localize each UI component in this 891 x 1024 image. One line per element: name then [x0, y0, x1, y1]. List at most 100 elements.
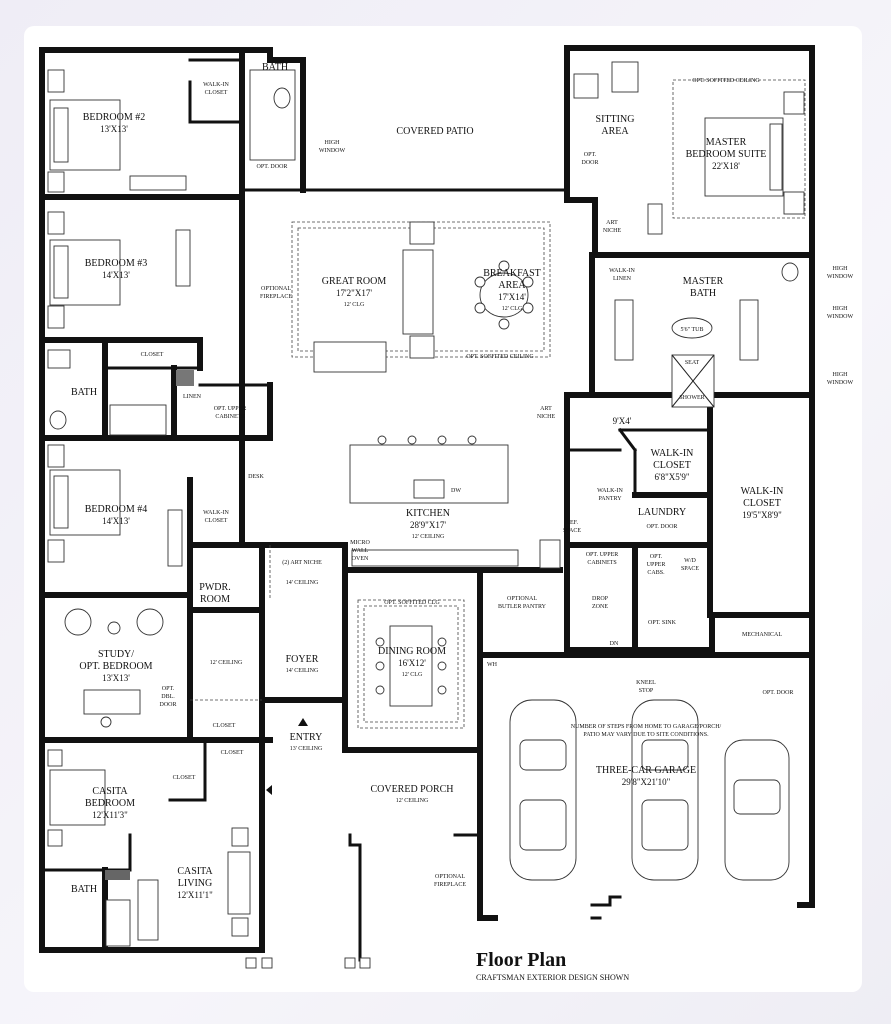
note-notes-drop-zone-0: DROP	[592, 596, 609, 602]
garage-name: THREE-CAR GARAGE	[596, 765, 696, 776]
dining-ceiling: 12' CLG	[402, 672, 423, 678]
note-notes-opt-upper-cabinets-hall-1: CABINETS	[215, 414, 244, 420]
note-notes-art-niche-top-0: ART	[606, 220, 618, 226]
note-notes-opt-dbl-door-2: DOOR	[159, 702, 176, 708]
note-notes-opt-soffited-ceiling-top: OPT. SOFFITED CEILING	[692, 78, 760, 84]
master-suite-name-1: MASTER	[706, 137, 747, 148]
entry-arrow-icon	[298, 718, 308, 726]
breakfast-dim: 17'X14'	[498, 292, 526, 302]
note-notes-high-window-3-1: WINDOW	[827, 380, 854, 386]
note-notes-opt-upper-cabs-1: UPPER	[647, 562, 666, 568]
garage-dim: 29'8"X21'10"	[622, 777, 671, 787]
note-notes-steps-note-0: NUMBER OF STEPS FROM HOME TO GARAGE/PORC…	[571, 724, 722, 730]
entry-name: ENTRY	[290, 732, 323, 743]
bedroom2-name: BEDROOM #2	[83, 112, 146, 123]
entry-ceiling: 13' CEILING	[290, 746, 323, 752]
note-notes-optional-butler-pantry-0: OPTIONAL	[507, 596, 537, 602]
study-name-1: STUDY/	[98, 649, 134, 660]
walkin-closet-small-name-2: CLOSET	[653, 460, 691, 471]
great-room-dim: 17'2"X17'	[336, 288, 372, 298]
note-notes-dn: DN	[610, 641, 619, 647]
master-bath-name-2: BATH	[690, 288, 716, 299]
great-room-ceiling: 12' CLG	[344, 302, 365, 308]
kitchen-ceiling: 12' CEILING	[412, 534, 445, 540]
breakfast-name-2: AREA	[498, 280, 526, 291]
note-notes-opt-door-garage: OPT. DOOR	[763, 690, 794, 696]
bedroom3-name: BEDROOM #3	[85, 258, 148, 269]
note-notes-opt-door-sitting-1: DOOR	[581, 160, 598, 166]
note-notes-steps-note-1: PATIO MAY VARY DUE TO SITE CONDITIONS.	[583, 732, 709, 738]
note-notes-opt-soffited-dining: OPT. SOFFITED CLG	[384, 600, 440, 606]
great-room-name: GREAT ROOM	[322, 276, 387, 287]
note-notes-tub: 5'6" TUB	[681, 327, 704, 333]
note-notes-walkin-closet-bed2-1: CLOSET	[205, 90, 228, 96]
bedroom3-dim: 14'X13'	[102, 270, 130, 280]
note-notes-opt-door-laundry: OPT. DOOR	[647, 524, 678, 530]
sitting-name-1: SITTING	[596, 114, 635, 125]
note-notes-high-window-2-0: HIGH	[833, 306, 849, 312]
note-notes-closet-hall: CLOSET	[213, 723, 236, 729]
note-notes-optional-fireplace-porch-0: OPTIONAL	[435, 874, 465, 880]
walkin-closet-large-name-1: WALK-IN	[741, 486, 784, 497]
note-notes-optional-fireplace-gr-1: FIREPLACE	[260, 294, 292, 300]
note-notes-micro-wall-oven-0: MICRO	[350, 540, 370, 546]
breakfast-name-1: BREAKFAST	[483, 268, 541, 279]
note-notes-art-niche-kitchen-0: ART	[540, 406, 552, 412]
kitchen-name: KITCHEN	[406, 508, 450, 519]
note-notes-walkin-pantry-1: PANTRY	[598, 496, 622, 502]
note-notes-wd-space-1: SPACE	[681, 566, 699, 572]
walls	[39, 45, 815, 962]
note-notes-closet-bed3: CLOSET	[141, 352, 164, 358]
note-notes-linen: LINEN	[183, 394, 202, 400]
note-notes-high-window-1-0: HIGH	[833, 266, 849, 272]
bedroom4-dim: 14'X13'	[102, 516, 130, 526]
study-dim: 13'X13'	[102, 673, 130, 683]
covered-patio-name: COVERED PATIO	[396, 126, 473, 137]
note-notes-opt-sink: OPT. SINK	[648, 620, 677, 626]
note-notes-high-window-left-1: WINDOW	[319, 148, 346, 154]
note-notes-opt-door-top: OPT. DOOR	[257, 164, 288, 170]
note-notes-drop-zone-1: ZONE	[592, 604, 608, 610]
bedroom4-name: BEDROOM #4	[85, 504, 148, 515]
note-notes-dim-9x4: 9'X4'	[613, 416, 632, 426]
dining-name: DINING ROOM	[378, 646, 446, 657]
note-notes-walkin-closet-bed2-0: WALK-IN	[203, 82, 229, 88]
casita-living-name-1: CASITA	[177, 866, 213, 877]
note-notes-art-niche-top-1: NICHE	[603, 228, 622, 234]
bedroom2-dim: 13'X13'	[100, 124, 128, 134]
note-notes-art-niche-foyer: (2) ART NICHE	[282, 559, 322, 566]
casita-living-dim: 12'X11'1"	[177, 890, 213, 900]
note-notes-high-window-1-1: WINDOW	[827, 274, 854, 280]
casita-entry-arrow-icon	[266, 785, 272, 795]
note-notes-optional-fireplace-gr-0: OPTIONAL	[261, 286, 291, 292]
kitchen-dim: 28'9"X17'	[410, 520, 446, 530]
master-bath-name-1: MASTER	[683, 276, 724, 287]
note-notes-ref-space-0: REF.	[566, 520, 579, 526]
pwdr-name-1: PWDR.	[199, 582, 230, 593]
note-notes-kneel-stop-0: KNEEL	[636, 680, 656, 686]
note-notes-ceiling-14: 14' CEILING	[286, 580, 319, 586]
mechanical-name: MECHANICAL	[742, 632, 782, 638]
note-notes-opt-upper-cabinets-kitchen-0: OPT. UPPER	[586, 552, 619, 558]
dining-dim: 16'X12'	[398, 658, 426, 668]
note-notes-closet-casita-top: CLOSET	[221, 750, 244, 756]
note-notes-opt-dbl-door-1: DBL.	[161, 694, 175, 700]
fixtures	[47, 61, 805, 969]
note-notes-opt-dbl-door-0: OPT.	[162, 686, 175, 692]
plan-title: Floor Plan	[476, 949, 566, 971]
casita-bedroom-name-2: BEDROOM	[85, 798, 135, 809]
bath-mid-name: BATH	[71, 387, 97, 398]
note-notes-walkin-linen-1: LINEN	[613, 276, 632, 282]
foyer-ceiling: 14' CEILING	[286, 668, 319, 674]
master-suite-name-2: BEDROOM SUITE	[686, 149, 767, 160]
note-notes-wh: WH	[487, 662, 498, 668]
note-notes-walkin-linen-0: WALK-IN	[609, 268, 635, 274]
note-notes-art-niche-kitchen-1: NICHE	[537, 414, 556, 420]
note-notes-kneel-stop-1: STOP	[639, 688, 654, 694]
walkin-closet-small-name-1: WALK-IN	[651, 448, 694, 459]
bath-top-name: BATH	[262, 62, 288, 73]
note-notes-ceiling-12-study: 12' CEILING	[210, 660, 243, 666]
note-notes-opt-upper-cabs-2: CABS.	[647, 570, 665, 576]
casita-bedroom-name-1: CASITA	[92, 786, 128, 797]
